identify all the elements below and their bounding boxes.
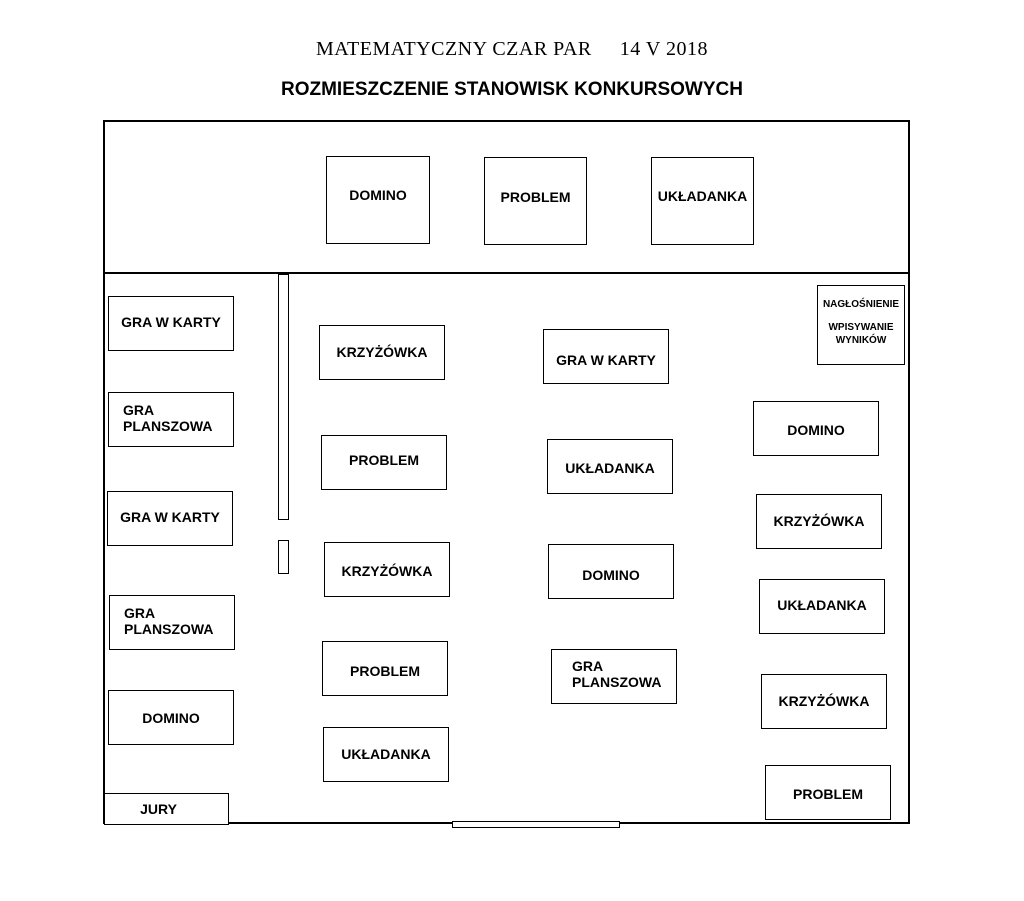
diagram-subtitle: ROZMIESZCZENIE STANOWISK KONKURSOWYCH bbox=[281, 79, 743, 100]
hall-divider bbox=[103, 272, 910, 274]
results-label-2: WYNIKÓW bbox=[835, 334, 887, 346]
vertical-bench-short bbox=[278, 540, 289, 574]
station-label: GRA W KARTY bbox=[556, 351, 656, 368]
station-cr-4: GRA PLANSZOWA bbox=[551, 649, 677, 704]
station-label: PROBLEM bbox=[500, 189, 571, 205]
station-sound: NAGŁOŚNIENIE WPISYWANIE WYNIKÓW bbox=[817, 285, 905, 365]
station-label: KRZYŻÓWKA bbox=[336, 343, 428, 360]
station-label: PROBLEM bbox=[349, 451, 419, 468]
station-cr-3: DOMINO bbox=[548, 544, 674, 599]
station-label: UKŁADANKA bbox=[657, 188, 748, 204]
station-left-1: GRA W KARTY bbox=[108, 296, 234, 351]
station-cr-1: GRA W KARTY bbox=[543, 329, 669, 384]
station-cl-5: UKŁADANKA bbox=[323, 727, 449, 782]
station-left-4: GRA PLANSZOWA bbox=[109, 595, 235, 650]
station-label: KRZYŻÓWKA bbox=[341, 562, 433, 579]
station-top-domino: DOMINO bbox=[326, 156, 430, 244]
station-top-ukladanka: UKŁADANKA bbox=[651, 157, 754, 245]
station-left-3: GRA W KARTY bbox=[107, 491, 233, 546]
station-top-problem: PROBLEM bbox=[484, 157, 587, 245]
station-label: UKŁADANKA bbox=[777, 596, 867, 613]
station-label: UKŁADANKA bbox=[341, 745, 431, 762]
station-r-5: PROBLEM bbox=[765, 765, 891, 820]
results-label-1: WPISYWANIE bbox=[828, 321, 894, 333]
station-cl-3: KRZYŻÓWKA bbox=[324, 542, 450, 597]
station-label: JURY bbox=[140, 801, 177, 817]
station-label: GRA PLANSZOWA bbox=[124, 605, 214, 637]
station-r-4: KRZYŻÓWKA bbox=[761, 674, 887, 729]
station-left-5: DOMINO bbox=[108, 690, 234, 745]
station-label: DOMINO bbox=[349, 187, 407, 203]
station-label: PROBLEM bbox=[793, 785, 863, 802]
entrance-door bbox=[452, 821, 620, 828]
event-name: MATEMATYCZNY CZAR PAR bbox=[316, 38, 592, 60]
station-r-3: UKŁADANKA bbox=[759, 579, 885, 634]
event-date: 14 V 2018 bbox=[619, 38, 708, 60]
station-jury: JURY bbox=[104, 793, 229, 825]
station-label: GRA PLANSZOWA bbox=[123, 401, 213, 434]
station-cl-2: PROBLEM bbox=[321, 435, 447, 490]
station-label: PROBLEM bbox=[350, 662, 420, 679]
station-cl-4: PROBLEM bbox=[322, 641, 448, 696]
station-label: GRA W KARTY bbox=[121, 314, 221, 330]
station-label: GRA W KARTY bbox=[120, 509, 220, 525]
station-left-2: GRA PLANSZOWA bbox=[108, 392, 234, 447]
vertical-bench-long bbox=[278, 274, 289, 520]
station-label: DOMINO bbox=[787, 422, 845, 438]
station-label: UKŁADANKA bbox=[565, 459, 655, 476]
station-cr-2: UKŁADANKA bbox=[547, 439, 673, 494]
station-label: DOMINO bbox=[582, 566, 640, 583]
station-r-2: KRZYŻÓWKA bbox=[756, 494, 882, 549]
station-label: KRZYŻÓWKA bbox=[778, 692, 870, 709]
station-label: DOMINO bbox=[142, 709, 200, 726]
sound-label: NAGŁOŚNIENIE bbox=[822, 298, 900, 310]
diagram-title: MATEMATYCZNY CZAR PAR 14 V 2018 bbox=[0, 38, 1024, 61]
station-label: KRZYŻÓWKA bbox=[773, 512, 865, 529]
station-cl-1: KRZYŻÓWKA bbox=[319, 325, 445, 380]
station-r-1: DOMINO bbox=[753, 401, 879, 456]
station-label: GRA PLANSZOWA bbox=[572, 657, 662, 690]
